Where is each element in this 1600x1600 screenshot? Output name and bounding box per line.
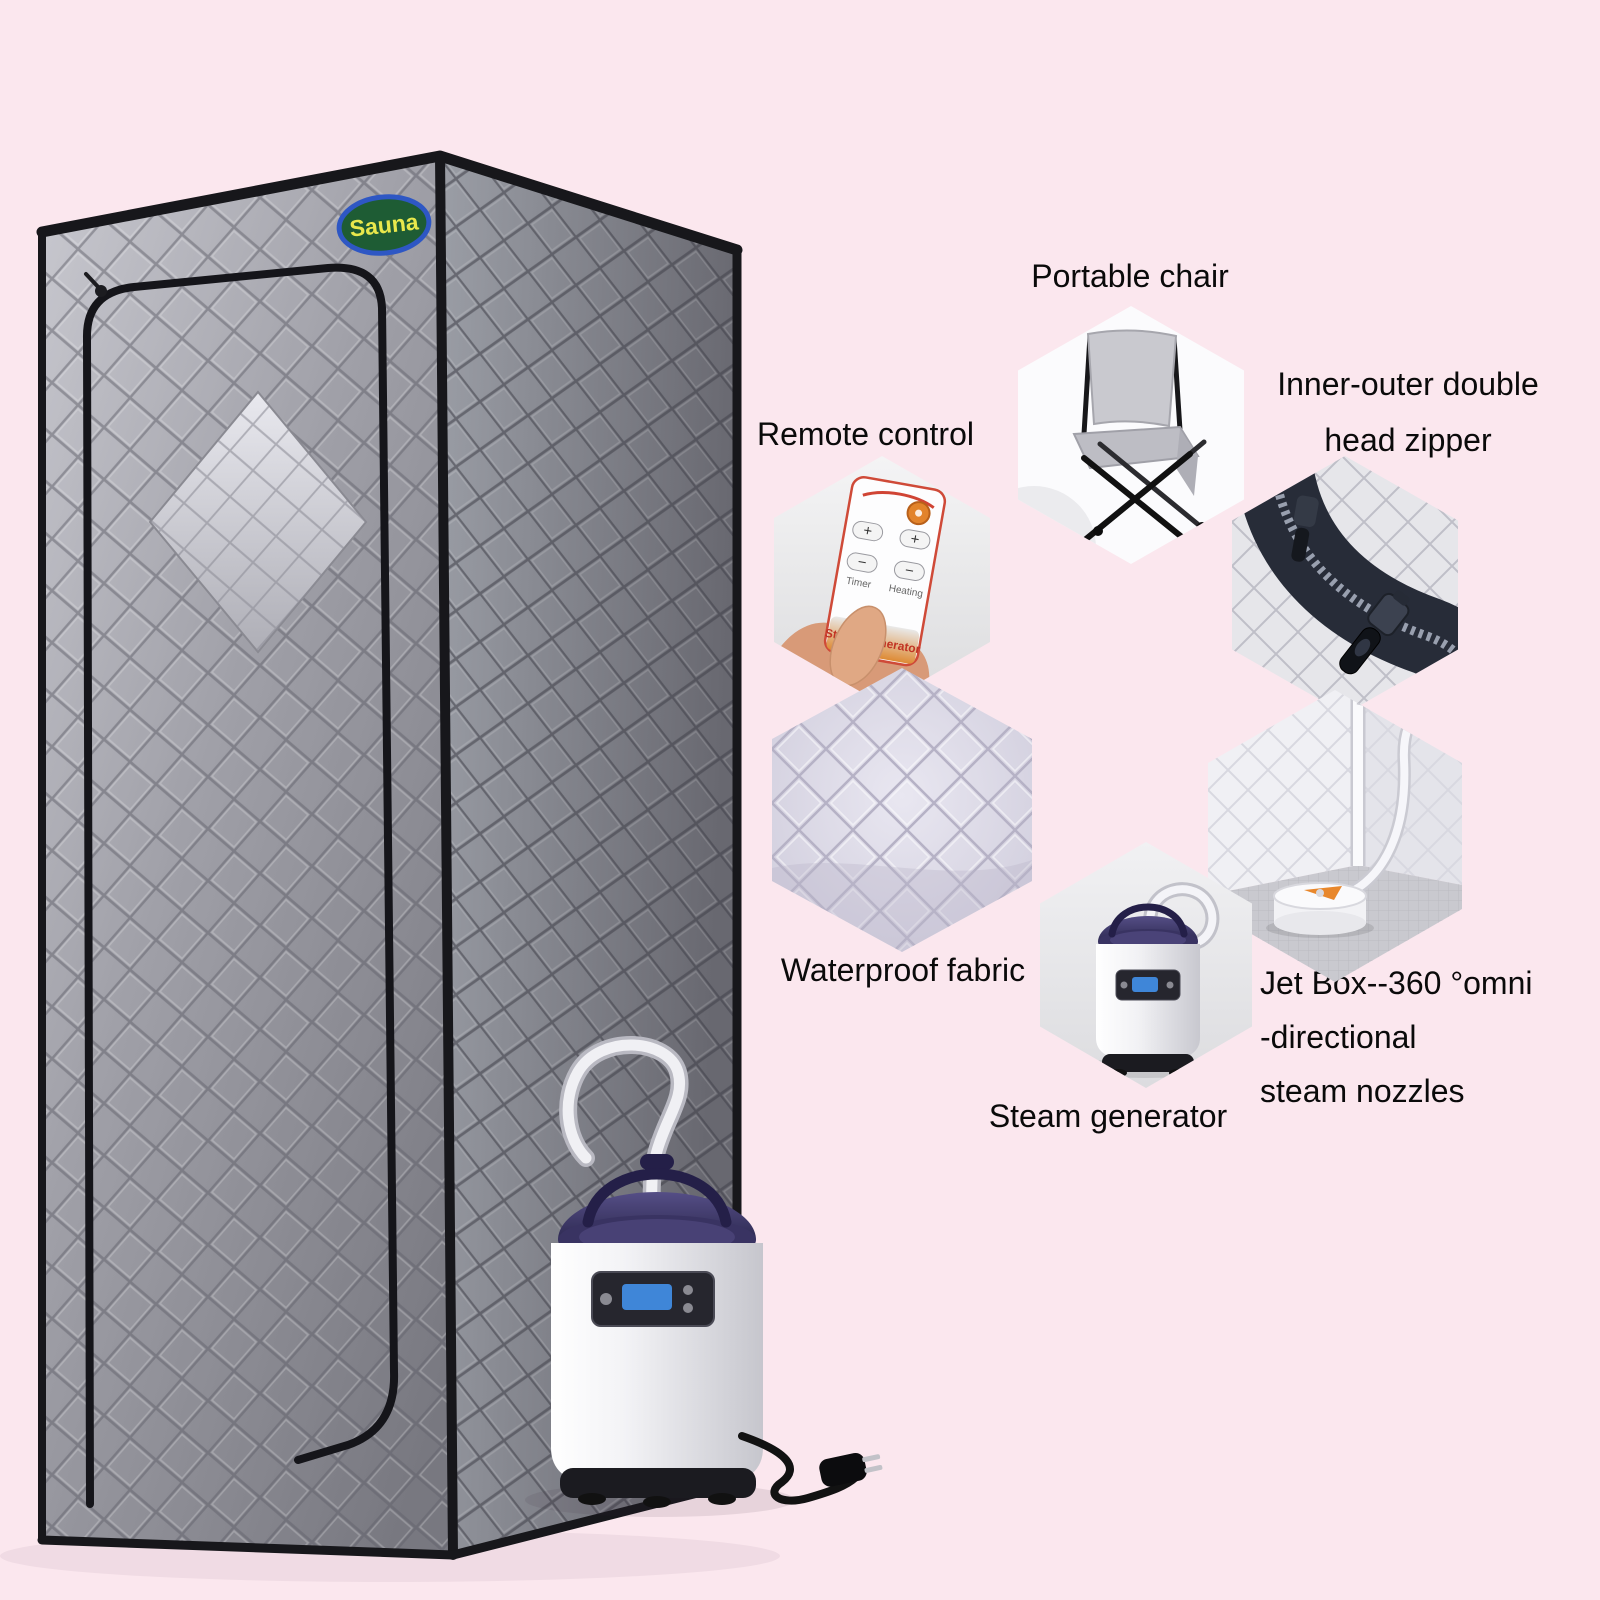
zipper-photo xyxy=(1232,456,1458,714)
remote-timer-minus: − xyxy=(856,553,868,571)
zipper-label-line2: head zipper xyxy=(1324,422,1492,458)
tent-window xyxy=(148,390,368,654)
zipper-illustration xyxy=(1233,456,1458,703)
steam-generator-photo xyxy=(1040,842,1252,1088)
jet-box-label-line2: -directional xyxy=(1260,1019,1417,1055)
jet-box-label-line3: steam nozzles xyxy=(1260,1073,1465,1109)
remote-control-label: Remote control xyxy=(757,416,974,452)
jet-box-label: Jet Box--360 °omni -directional steam no… xyxy=(1260,956,1532,1118)
steam-hose xyxy=(559,1036,689,1209)
remote-heating-plus: + xyxy=(909,530,921,548)
small-generator-illustration xyxy=(1096,882,1220,1077)
power-cord-plug xyxy=(738,1432,883,1505)
steam-generator-label: Steam generator xyxy=(988,1098,1228,1134)
zipper-label: Inner-outer double head zipper xyxy=(1258,356,1558,468)
door-zipper xyxy=(82,263,399,1508)
remote-timer-plus: + xyxy=(862,522,874,540)
jet-box-illustration xyxy=(1266,882,1374,938)
waterproof-fabric-label: Waterproof fabric xyxy=(780,952,1026,988)
zipper-slider-icon xyxy=(1339,590,1410,675)
portable-chair-photo xyxy=(1018,306,1244,564)
sauna-tent-illustration: Sauna xyxy=(0,150,883,1582)
steam-generator-main xyxy=(525,1036,883,1517)
remote-timer-text: Timer xyxy=(845,576,872,591)
zipper-pull-icon xyxy=(95,285,107,297)
remote-heating-minus: − xyxy=(904,562,916,580)
sauna-logo-badge: Sauna xyxy=(336,194,432,256)
generator-control-panel xyxy=(591,1271,715,1327)
generator-handle xyxy=(582,1168,732,1228)
portable-chair-label: Portable chair xyxy=(1031,258,1229,294)
chair-illustration xyxy=(1072,329,1207,550)
zipper-second-pull-icon xyxy=(1291,495,1319,562)
zipper-label-line1: Inner-outer double xyxy=(1277,366,1539,402)
jet-box-label-line1: Jet Box--360 °omni xyxy=(1260,965,1533,1001)
